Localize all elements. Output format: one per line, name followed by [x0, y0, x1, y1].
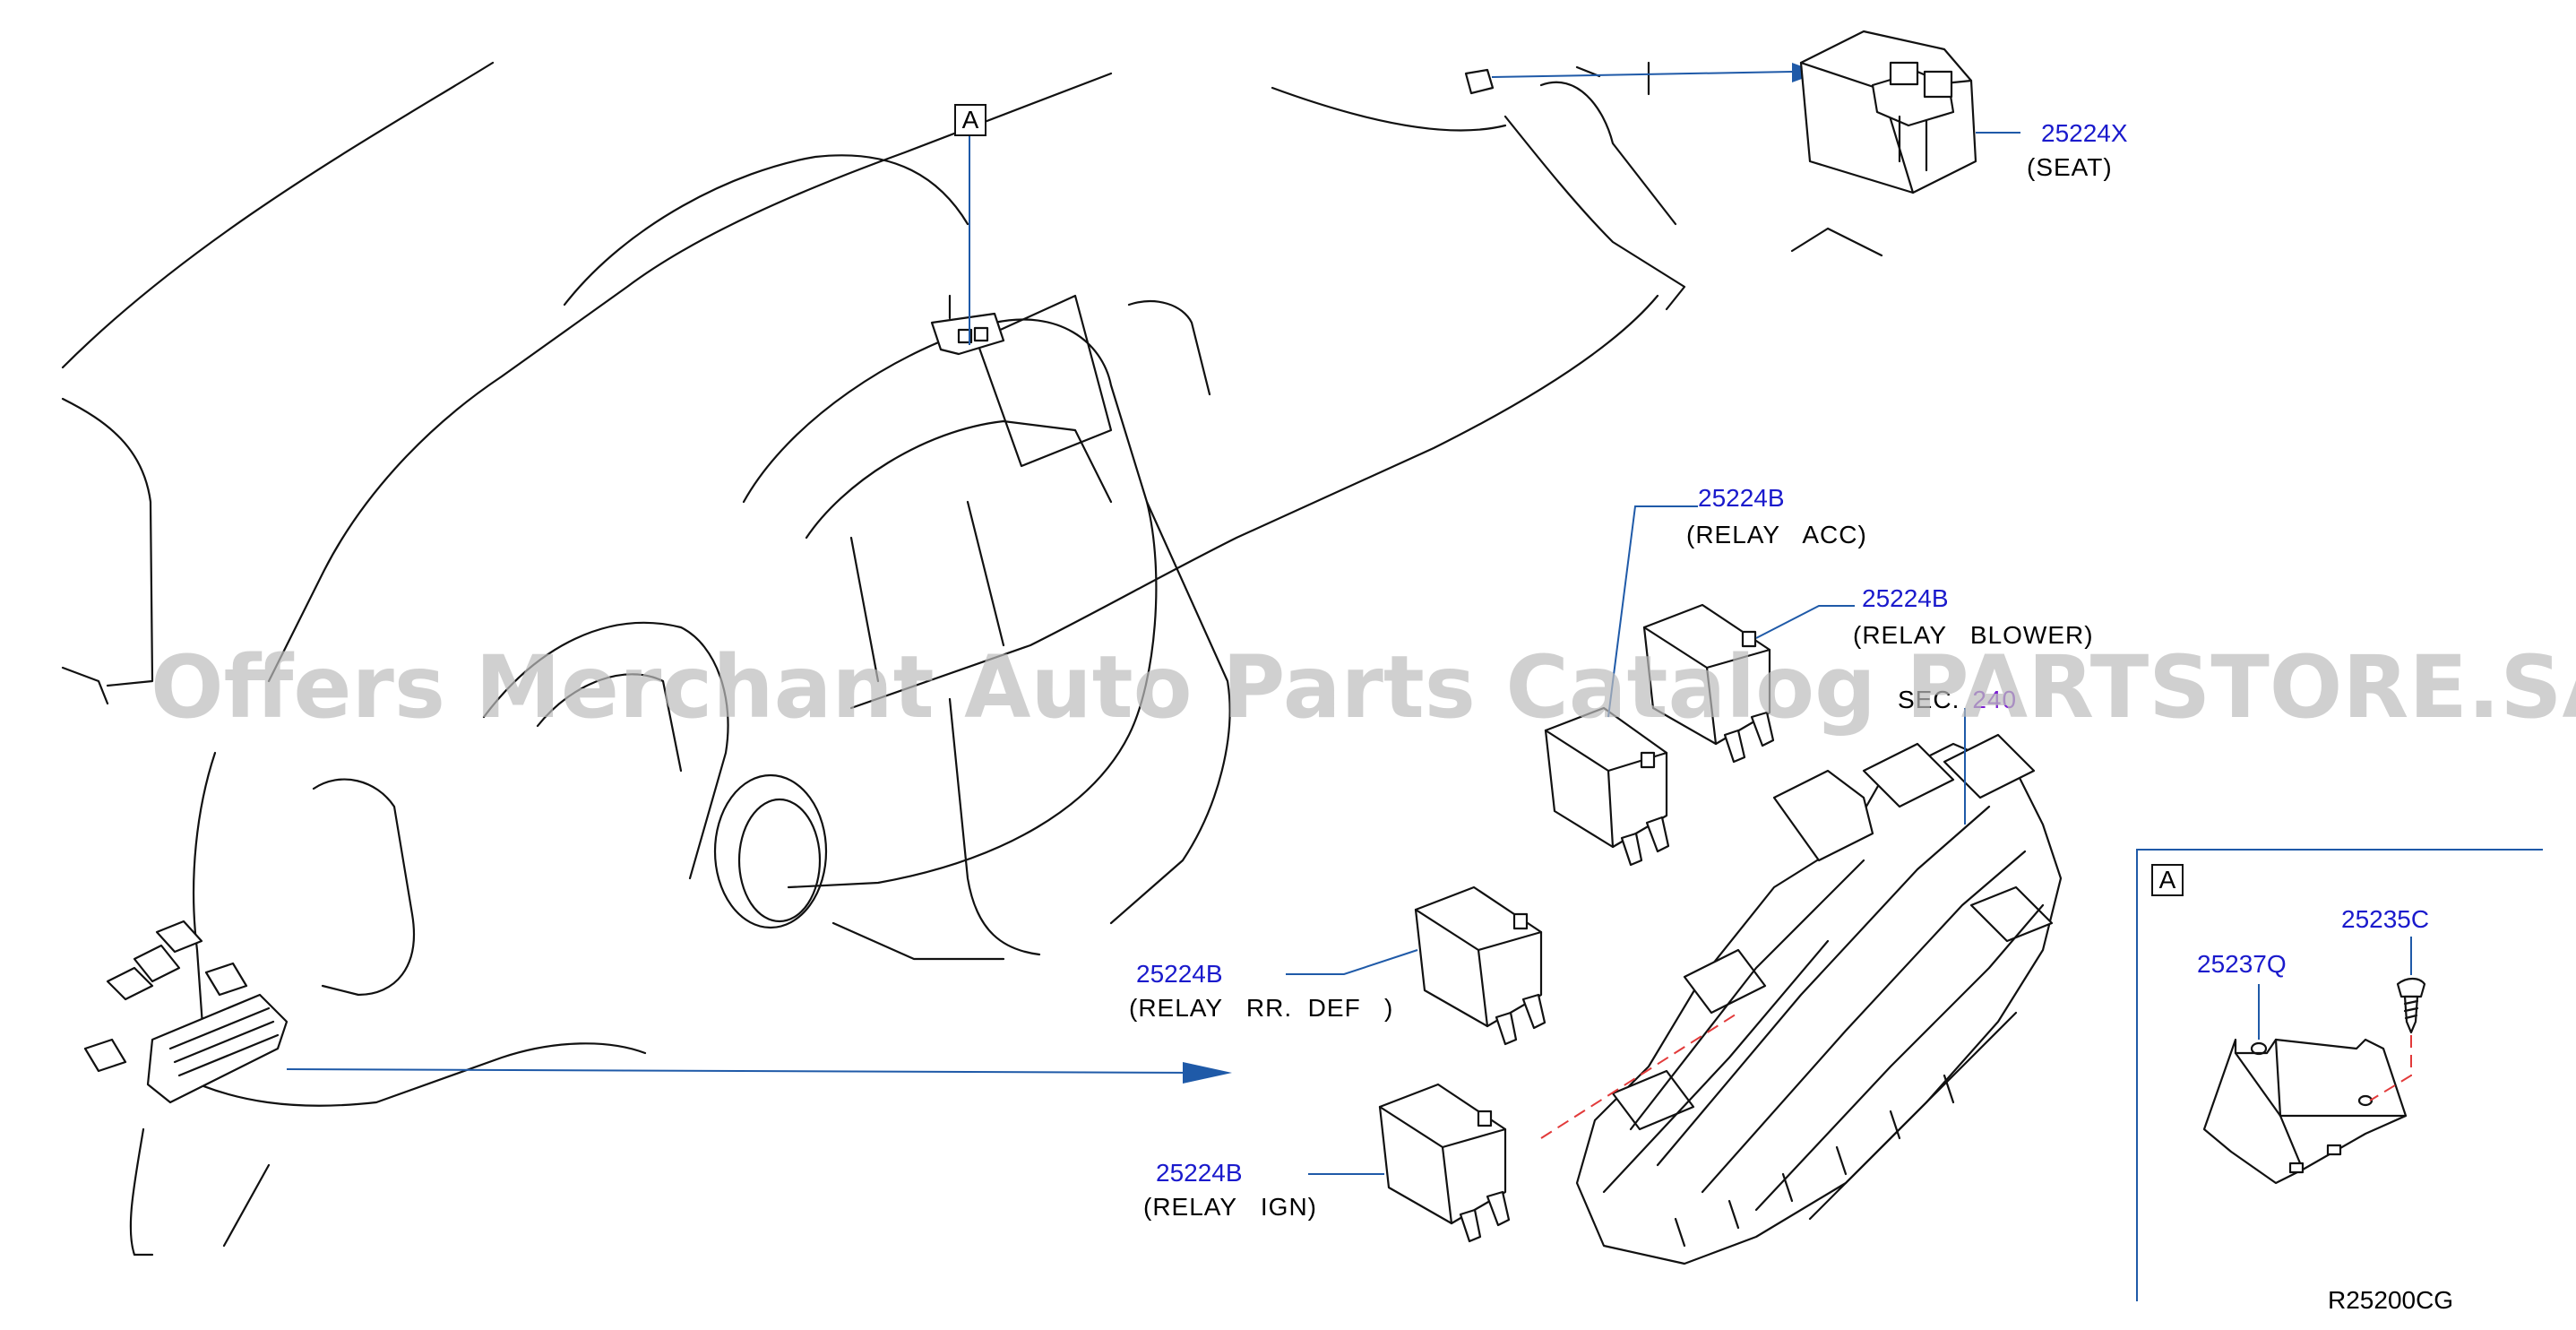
callout-relay-blower-part-no: 25224B	[1862, 584, 1949, 612]
seat-relay-location	[1464, 68, 1495, 95]
callout-screw-part-no: 25235C	[2341, 905, 2429, 933]
callout-relay-acc-part-no: 25224B	[1698, 484, 1785, 512]
inset-letter: A	[2159, 866, 2176, 894]
relay-acc-leader	[1607, 505, 1698, 718]
seat-relay-leader	[1491, 71, 1793, 78]
instrument-panel-drawing	[61, 61, 1686, 1257]
view-marker-box	[954, 104, 986, 136]
relay-cluster-leader	[286, 1068, 1202, 1074]
relay-rr-def-leader	[1286, 949, 1418, 975]
callout-relay-ign-part-no: 25224B	[1156, 1159, 1243, 1187]
callout-relay-acc-desc: (RELAY ACC)	[1686, 521, 1867, 548]
view-marker-label: A	[962, 106, 979, 134]
relay-rr-def-drawing	[1414, 885, 1546, 1046]
callout-relay-rr-def-desc: (RELAY RR. DEF )	[1129, 994, 1393, 1022]
section-ref: SEC. 240	[1898, 686, 2017, 713]
callout-25224x-part-no: 25224X	[2041, 119, 2128, 147]
callout-relay-blower-desc: (RELAY BLOWER)	[1853, 621, 2094, 649]
inset-view-a: A	[2136, 849, 2543, 1301]
relay-ign-drawing	[1378, 1083, 1511, 1243]
fuse-relay-block-drawing	[1575, 733, 2063, 1265]
section-ref-number: 240	[1972, 686, 2017, 713]
inset-letter-box	[2151, 864, 2184, 896]
section-ref-prefix: SEC.	[1898, 686, 1960, 713]
mount-bracket-location	[930, 294, 1005, 356]
relay-cluster-location	[83, 920, 289, 1104]
seat-relay-drawing	[1790, 30, 1977, 257]
relay-cluster-arrow	[1183, 1062, 1232, 1084]
callout-bracket-part-no: 25237Q	[2197, 950, 2287, 978]
relay-acc-drawing	[1544, 706, 1670, 867]
relay-blower-drawing	[1642, 603, 1775, 764]
screw-mount-line	[2369, 1035, 2412, 1101]
inset-frame	[2136, 849, 2543, 1301]
relay-blower-leader	[1755, 605, 1855, 639]
callout-relay-ign-desc: (RELAY IGN)	[1143, 1193, 1317, 1221]
callout-relay-rr-def-part-no: 25224B	[1136, 960, 1223, 988]
watermark: Offers Merchant Auto Parts Catalog PARTS…	[151, 637, 2576, 738]
diagram-code: R25200CG	[2328, 1286, 2453, 1314]
callout-25224x-desc: (SEAT)	[2027, 153, 2113, 181]
